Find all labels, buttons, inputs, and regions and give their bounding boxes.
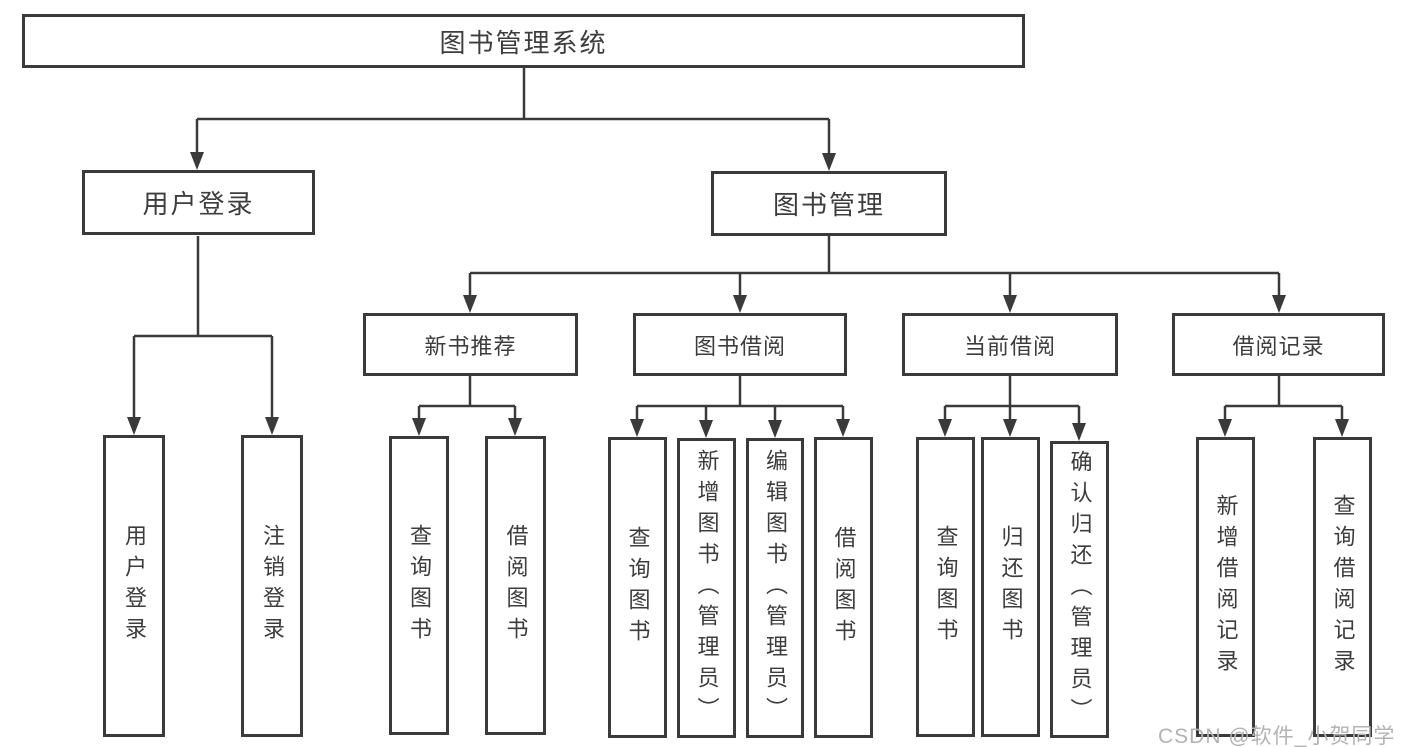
node-label: 借阅记录: [1232, 333, 1325, 359]
node-book-management: 图书管理: [711, 171, 947, 236]
leaf-confirm-return-admin: 确认归还（管理员）: [1050, 441, 1109, 738]
node-label: 用户登录: [142, 189, 255, 219]
node-label: 当前借阅: [963, 333, 1056, 359]
leaf-query-books-recommendation: 查询图书: [389, 436, 449, 735]
node-book-borrowing: 图书借阅: [633, 313, 847, 376]
node-borrowing-records: 借阅记录: [1172, 313, 1385, 376]
node-current-borrowing: 当前借阅: [902, 313, 1118, 376]
leaf-return-books: 归还图书: [981, 437, 1040, 737]
leaf-add-books-admin: 新增图书（管理员）: [677, 438, 736, 738]
node-user-login: 用户登录: [82, 170, 315, 235]
leaf-borrow-books-recommendation: 借阅图书: [485, 436, 546, 735]
csdn-watermark: CSDN @软件_小贺同学: [1158, 725, 1396, 747]
node-label: 图书管理系统: [439, 27, 608, 58]
node-label: 图书管理: [772, 190, 885, 220]
leaf-query-borrow-record: 查询借阅记录: [1313, 437, 1372, 737]
node-new-book-recommendation: 新书推荐: [363, 313, 578, 376]
leaf-logout: 注销登录: [241, 435, 303, 737]
leaf-query-books-borrowing: 查询图书: [608, 437, 667, 738]
leaf-query-books-current: 查询图书: [916, 437, 975, 737]
leaf-add-borrow-record: 新增借阅记录: [1196, 437, 1255, 737]
node-label: 图书借阅: [693, 333, 786, 359]
node-label: 新书推荐: [424, 333, 517, 359]
leaf-borrow-books: 借阅图书: [814, 437, 873, 738]
leaf-user-login: 用户登录: [103, 435, 165, 737]
leaf-edit-books-admin: 编辑图书（管理员）: [746, 438, 804, 738]
node-library-management-system: 图书管理系统: [22, 14, 1025, 68]
